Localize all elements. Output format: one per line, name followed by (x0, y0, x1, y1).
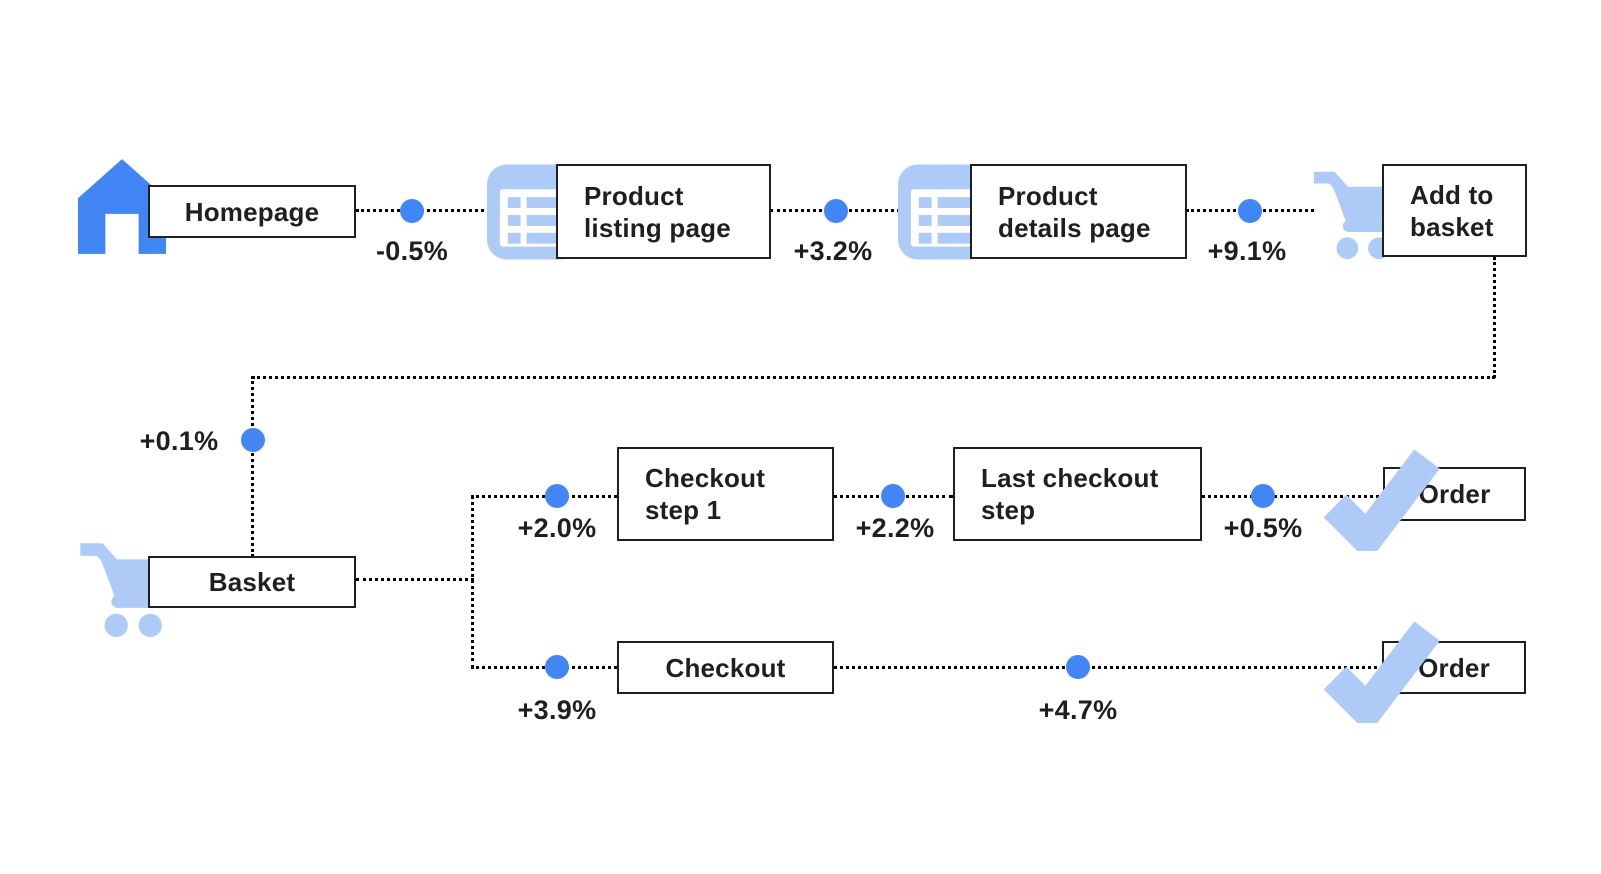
connector-branch-step1 (471, 495, 617, 498)
delta-label: +3.9% (517, 695, 597, 725)
node-label-line2: details page (998, 212, 1151, 243)
node-label-line1: Product (998, 180, 1098, 211)
flow-dot (1238, 199, 1262, 223)
delta-label: +4.7% (1038, 695, 1118, 725)
node-label-line2: listing page (584, 212, 731, 243)
flow-dot (400, 199, 424, 223)
check-icon (1320, 618, 1442, 723)
check-icon (1320, 446, 1442, 551)
node-basket: Basket (148, 556, 356, 608)
connector-addtobasket-down (1493, 257, 1496, 378)
flow-dot (824, 199, 848, 223)
flow-dot (1251, 484, 1275, 508)
flow-dot (241, 428, 265, 452)
connector-branch-vertical (471, 495, 474, 669)
node-checkout-step-1: Checkout step 1 (617, 447, 834, 541)
node-product-details-page: Product details page (970, 164, 1187, 259)
connector-laststep-order (1201, 495, 1393, 498)
connector-checkout-order (833, 666, 1385, 669)
node-label: Order (1418, 479, 1491, 509)
delta-label: +2.0% (517, 513, 597, 543)
node-last-checkout-step: Last checkout step (953, 447, 1202, 541)
connector-down-to-basket (251, 376, 254, 557)
flow-dot (881, 484, 905, 508)
connector-return-horizontal (252, 376, 1495, 379)
home-icon (78, 158, 166, 255)
node-label: Checkout (665, 652, 786, 683)
connector-basket-branch (356, 578, 474, 581)
node-homepage: Homepage (148, 185, 356, 238)
delta-label: +0.1% (139, 426, 219, 456)
delta-label: -0.5% (375, 236, 449, 266)
node-label: Homepage (184, 196, 320, 227)
node-label: Basket (208, 567, 296, 597)
node-label: Order (1418, 652, 1490, 683)
delta-label: +3.2% (793, 236, 873, 266)
node-label-line1: Product (584, 180, 684, 211)
node-label-line1: Checkout (645, 463, 766, 493)
flow-dot (545, 484, 569, 508)
delta-label: +0.5% (1223, 513, 1303, 543)
node-product-listing-page: Product listing page (556, 164, 771, 259)
node-label-line2: step (981, 495, 1036, 525)
flow-dot (545, 655, 569, 679)
node-label-line2: basket (1410, 211, 1494, 242)
delta-label: +2.2% (855, 513, 935, 543)
listing-page-icon (898, 164, 991, 260)
node-add-to-basket: Add to basket (1382, 164, 1527, 257)
node-label-line2: step 1 (645, 495, 722, 525)
node-checkout: Checkout (617, 641, 834, 694)
node-label-line1: Add to (1410, 179, 1494, 210)
connector-branch-checkout (471, 666, 617, 669)
delta-label: +9.1% (1207, 236, 1287, 266)
flow-dot (1066, 655, 1090, 679)
node-label-line1: Last checkout (981, 463, 1159, 493)
